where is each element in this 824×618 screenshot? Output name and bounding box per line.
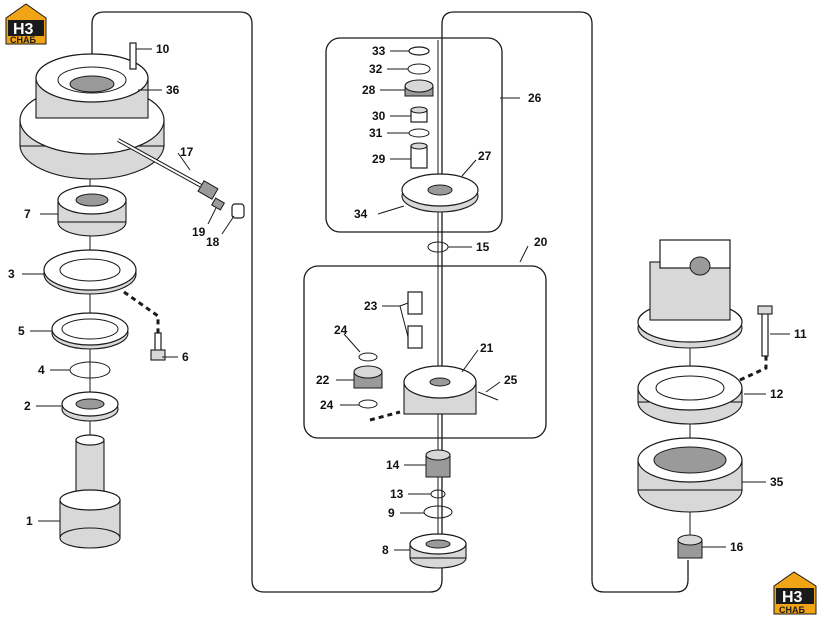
callout-3: 3	[8, 267, 15, 281]
part-19-plug	[210, 197, 226, 211]
callout-24-lower: 24	[320, 398, 334, 412]
part-14-sun-gear	[425, 449, 451, 478]
callout-6: 6	[182, 350, 189, 364]
part-9-o-ring	[423, 505, 453, 519]
callout-14: 14	[386, 458, 400, 472]
part-17-level-gauge	[117, 138, 219, 200]
dashed-leader-6	[123, 290, 160, 333]
callout-32: 32	[369, 62, 383, 76]
swing-motor-assembly	[637, 239, 743, 349]
leader-lines	[22, 48, 790, 551]
callout-29: 29	[372, 152, 386, 166]
part-35-ring-gear	[637, 437, 743, 513]
callout-15: 15	[476, 240, 490, 254]
part-30-bushing	[410, 106, 428, 123]
part-25-pin	[477, 391, 499, 401]
callout-2: 2	[24, 399, 31, 413]
part-7-bearing	[57, 185, 127, 237]
callout-11: 11	[794, 327, 807, 341]
part-31-ring	[408, 128, 430, 138]
callout-4: 4	[38, 363, 45, 377]
callout-22: 22	[316, 373, 330, 387]
part-12-ring	[637, 365, 743, 425]
part-5-ring	[51, 312, 129, 350]
callout-1: 1	[26, 514, 33, 528]
part-36-housing	[19, 53, 165, 180]
part-23-pin-upper	[407, 291, 423, 315]
logo-letters: H3	[782, 589, 803, 606]
callout-25: 25	[504, 373, 518, 387]
callout-24-upper: 24	[334, 323, 348, 337]
part-11-bolt	[757, 305, 773, 357]
part-24-washer-upper	[358, 352, 378, 362]
callout-5: 5	[18, 324, 25, 338]
dashed-leader-24	[369, 410, 401, 422]
callout-36: 36	[166, 83, 180, 97]
callout-21: 21	[480, 341, 494, 355]
part-3-plate	[43, 249, 137, 295]
part-23-pin-lower	[407, 325, 423, 349]
callout-34: 34	[354, 207, 368, 221]
callout-35: 35	[770, 475, 784, 489]
callout-17: 17	[180, 145, 194, 159]
logo-subtext: СНАБ	[779, 605, 805, 615]
callout-12: 12	[770, 387, 784, 401]
callout-27: 27	[478, 149, 492, 163]
part-33-disc	[408, 46, 430, 56]
group-box-20	[303, 265, 547, 439]
callout-23: 23	[364, 299, 378, 313]
logo-subtext: СНАБ	[10, 35, 36, 45]
part-34-pin	[377, 205, 405, 215]
callout-18: 18	[206, 235, 220, 249]
part-8-bearing	[409, 533, 467, 569]
callout-7: 7	[24, 207, 31, 221]
brand-logo-bottom-right: H3 СНАБ	[773, 571, 817, 615]
callout-28: 28	[362, 83, 376, 97]
part-1-pinion-shaft	[59, 434, 121, 549]
callout-9: 9	[388, 506, 395, 520]
group-box-26	[325, 37, 503, 233]
callout-16: 16	[730, 540, 744, 554]
part-21-carrier	[403, 365, 477, 415]
part-16-pinion	[677, 534, 703, 559]
callout-19: 19	[192, 225, 206, 239]
dashed-leader-11	[739, 356, 768, 382]
callout-33: 33	[372, 44, 386, 58]
part-32-ring	[407, 63, 431, 75]
logo-letters: H3	[13, 21, 34, 38]
callout-31: 31	[369, 126, 383, 140]
brand-logo-top-left: H3 СНАБ	[5, 3, 47, 45]
callout-30: 30	[372, 109, 386, 123]
callout-26: 26	[528, 91, 542, 105]
part-22-gear	[353, 365, 383, 389]
callout-13: 13	[390, 487, 404, 501]
callout-10: 10	[156, 42, 170, 56]
part-10-pin	[129, 42, 137, 70]
part-2-seal	[61, 391, 119, 422]
part-28-gear	[404, 79, 434, 97]
part-6-bolt	[150, 332, 166, 361]
part-27-carrier	[401, 173, 479, 213]
callout-8: 8	[382, 543, 389, 557]
part-29-shaft	[410, 142, 428, 169]
part-18-cap	[231, 203, 245, 219]
assembly-connector-frame	[91, 11, 689, 593]
callout-20: 20	[534, 235, 548, 249]
part-24-washer-lower	[358, 399, 378, 409]
